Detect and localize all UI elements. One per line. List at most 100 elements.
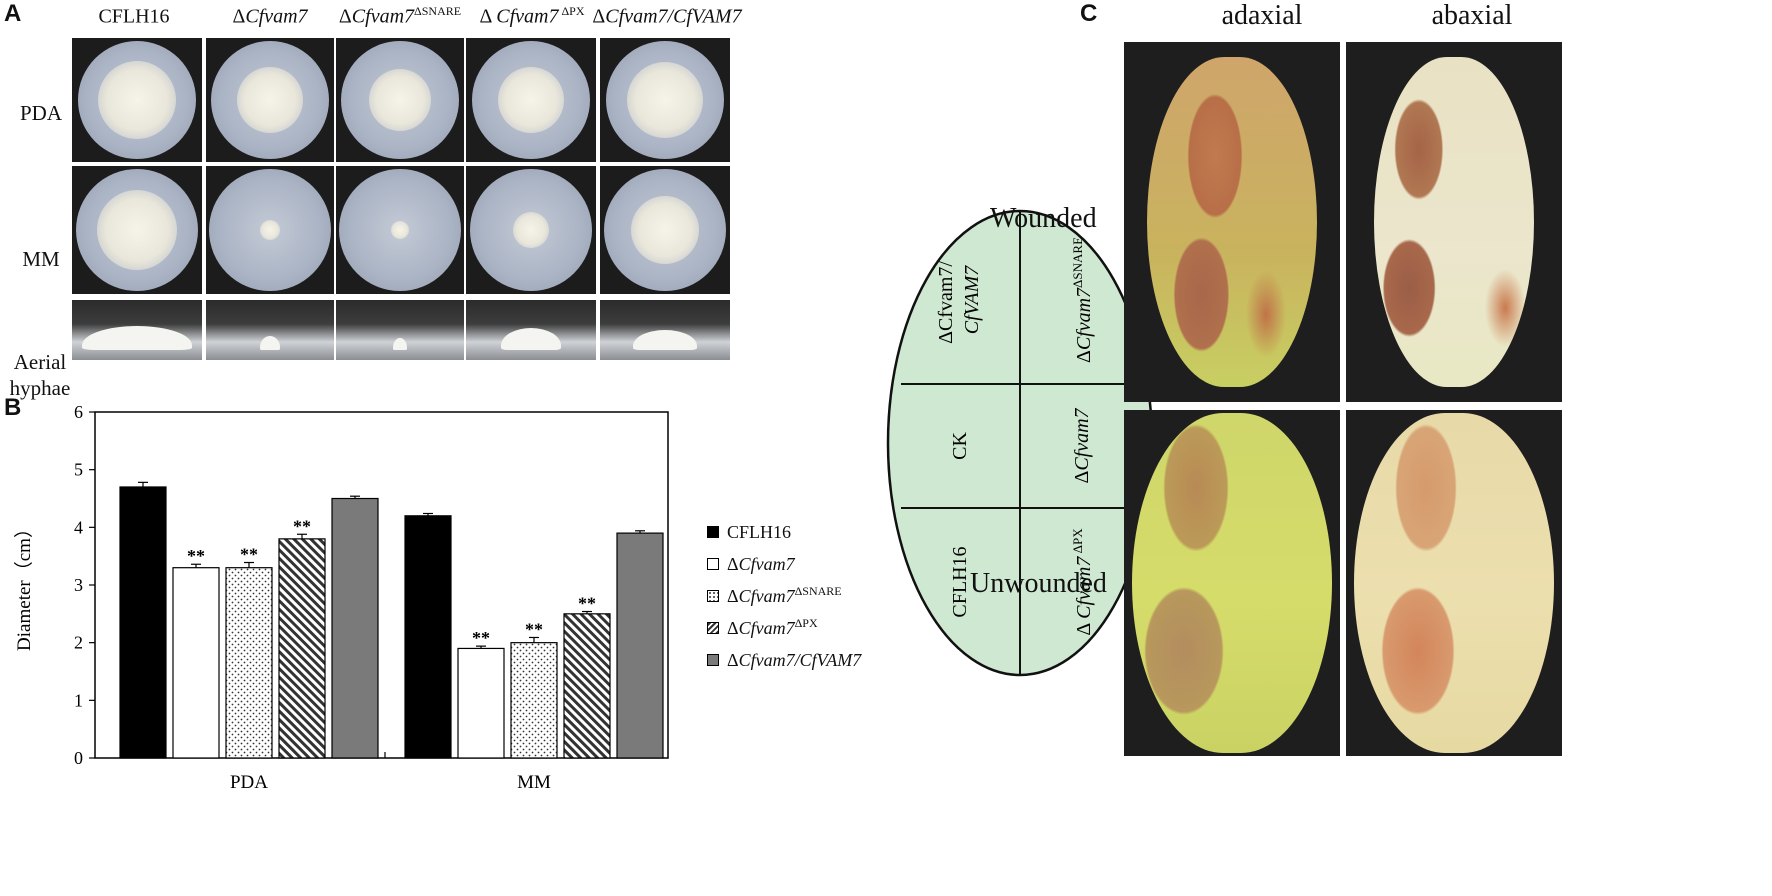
fungal-colony xyxy=(260,220,280,240)
petri-plate xyxy=(211,41,329,159)
aerial-hyphae-mound xyxy=(82,326,192,350)
leaf-photo-unwounded-abaxial xyxy=(1346,410,1562,756)
legend-swatch xyxy=(707,525,719,538)
legend-swatch xyxy=(707,589,719,602)
legend-label: ΔCfvam7 xyxy=(727,554,795,574)
diagram-cell-left-bot: CFLH16 xyxy=(949,546,971,617)
diagram-cell-right-top: ΔCfvam7ΔSNARE xyxy=(1070,237,1095,363)
bar xyxy=(510,642,558,759)
y-tick-label: 1 xyxy=(74,690,83,710)
bar xyxy=(225,567,273,759)
strain-column-header: ΔCfvam7ΔSNARE xyxy=(338,4,462,28)
fungal-colony xyxy=(97,190,177,270)
petri-plate xyxy=(470,169,592,291)
row-label-aerial-hyphae: Aerial hyphae xyxy=(9,350,71,400)
leaf-shape xyxy=(1354,413,1554,753)
legend-swatch xyxy=(707,557,719,570)
strain-column-header: CFLH16 xyxy=(98,5,170,28)
petri-plate xyxy=(339,169,461,291)
leaf-shape xyxy=(1147,57,1317,387)
diagram-cell-left-top: ΔCfvam7/ CfVAM7 xyxy=(935,256,983,344)
aerial-hyphae-photo xyxy=(466,300,596,360)
y-tick-label: 0 xyxy=(74,748,83,768)
x-category-label: PDA xyxy=(230,772,268,793)
bar xyxy=(616,532,664,759)
column-label-adaxial: adaxial xyxy=(1221,0,1303,31)
legend-entry: ΔCfvam7ΔSNARE xyxy=(707,584,842,607)
fungal-colony xyxy=(98,61,176,139)
strain-column-header: ΔCfvam7/CfVAM7 xyxy=(592,5,742,28)
row-label-wounded: Wounded xyxy=(990,203,1097,234)
mm-plate-photo xyxy=(72,166,202,294)
fungal-colony xyxy=(237,67,303,133)
aerial-hyphae-photo xyxy=(206,300,334,360)
diagram-cell-left-top-line1: ΔCfvam7/ xyxy=(935,261,957,344)
leaf-photo-wounded-adaxial xyxy=(1124,42,1340,402)
y-tick-label: 5 xyxy=(74,460,83,480)
mm-plate-photo xyxy=(206,166,334,294)
x-category-label: MM xyxy=(517,772,551,793)
significance-marker: ** xyxy=(525,619,543,639)
leaf-photo-wounded-abaxial xyxy=(1346,42,1562,402)
y-tick-label: 6 xyxy=(74,402,83,422)
fungal-colony xyxy=(498,67,564,133)
y-tick-label: 4 xyxy=(74,517,83,537)
mm-plate-photo xyxy=(336,166,464,294)
legend-swatch xyxy=(707,653,719,666)
petri-plate xyxy=(78,41,196,159)
legend-entry: ΔCfvam7ΔPX xyxy=(707,616,818,639)
row-label-unwounded: Unwounded xyxy=(970,568,1107,599)
bar xyxy=(331,497,379,759)
bar xyxy=(278,538,326,759)
pda-plate-photo xyxy=(466,38,596,162)
diagram-cell-left-mid: CK xyxy=(949,432,971,460)
significance-marker: ** xyxy=(240,545,258,565)
y-tick-label: 3 xyxy=(74,575,83,595)
petri-plate xyxy=(209,169,331,291)
diagram-cell-left-top-line2: CfVAM7 xyxy=(961,265,983,335)
leaf-photo-unwounded-adaxial xyxy=(1124,410,1340,756)
bar xyxy=(563,613,611,759)
pda-plate-photo xyxy=(72,38,202,162)
mm-plate-photo xyxy=(466,166,596,294)
y-axis-label: Diameter（cm） xyxy=(13,519,35,651)
legend-entry: CFLH16 xyxy=(707,520,791,543)
strain-column-header: Δ Cfvam7 ΔPX xyxy=(479,4,585,28)
bar xyxy=(172,567,220,759)
legend-entry: ΔCfvam7/CfVAM7 xyxy=(707,648,861,671)
diagram-cell-right-mid: ΔCfvam7 xyxy=(1071,407,1093,483)
pda-plate-photo xyxy=(336,38,464,162)
panel-label-a: A xyxy=(4,0,22,27)
diagram-cell-right-bot: Δ Cfvam7 ΔPX xyxy=(1070,528,1095,636)
row-label-mm: MM xyxy=(22,247,60,271)
fungal-colony xyxy=(631,196,699,264)
fungal-colony xyxy=(513,212,549,248)
leaf-inoculation-diagram: ΔCfvam7/ CfVAM7 ΔCfvam7ΔSNARE CK ΔCfvam7… xyxy=(886,209,1154,677)
pda-plate-photo xyxy=(206,38,334,162)
fungal-colony xyxy=(627,62,703,138)
y-tick-label: 2 xyxy=(74,633,83,653)
petri-plate xyxy=(472,41,590,159)
pda-plate-photo xyxy=(600,38,730,162)
bar xyxy=(119,486,167,759)
fungal-colony xyxy=(369,69,431,131)
significance-marker: ** xyxy=(472,628,490,648)
significance-marker: ** xyxy=(293,516,311,536)
aerial-hyphae-photo xyxy=(336,300,464,360)
strain-column-header: ΔCfvam7 xyxy=(232,5,308,28)
bar xyxy=(404,515,452,759)
leaf-shape xyxy=(1374,57,1534,387)
aerial-hyphae-mound xyxy=(633,330,697,350)
legend-label: ΔCfvam7ΔPX xyxy=(727,616,818,638)
significance-marker: ** xyxy=(578,594,596,614)
petri-plate xyxy=(76,169,198,291)
legend-swatch xyxy=(707,621,719,634)
aerial-hyphae-mound xyxy=(501,328,561,350)
legend-label: ΔCfvam7/CfVAM7 xyxy=(727,650,862,670)
panel-label-b: B xyxy=(4,394,22,421)
legend-entry: ΔCfvam7 xyxy=(707,552,795,575)
aerial-hyphae-mound xyxy=(393,338,407,350)
legend-label: CFLH16 xyxy=(727,522,792,542)
row-label-pda: PDA xyxy=(19,101,62,125)
